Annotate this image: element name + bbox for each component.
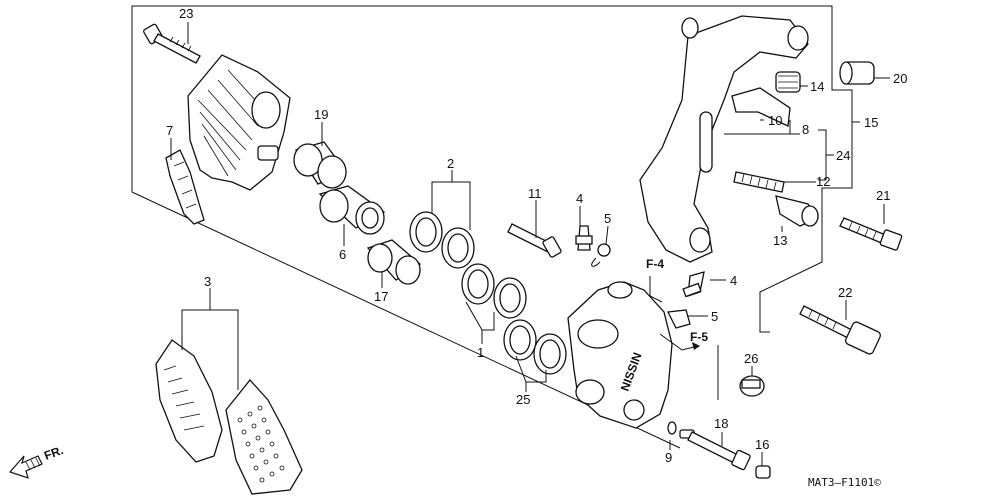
callout-17: 17	[374, 289, 388, 304]
collar-19	[293, 141, 348, 189]
collar-17	[366, 239, 422, 285]
fr-direction-label: FR.	[42, 443, 65, 463]
callout-15: 15	[864, 115, 878, 130]
callout-23: 23	[179, 6, 193, 21]
boot-14	[775, 71, 801, 93]
callout-19: 19	[314, 107, 328, 122]
callout-24: 24	[836, 148, 850, 163]
callout-7: 7	[166, 123, 173, 138]
seal-ring-2a	[409, 211, 443, 253]
callout-9: 9	[665, 450, 672, 465]
bleeder-cap-5a	[591, 243, 611, 267]
callout-25: 25	[516, 392, 530, 407]
collar-6	[318, 185, 386, 235]
section-ref-f5: F-5	[690, 330, 708, 344]
hanger-pin-18	[679, 429, 751, 471]
plug-26	[739, 375, 765, 397]
brake-pad-3a	[155, 339, 223, 463]
callout-12: 12	[816, 174, 830, 189]
callout-4b: 4	[730, 273, 737, 288]
bolt-22	[799, 305, 882, 355]
pad-holes	[237, 405, 285, 483]
pad-spring-10	[731, 87, 791, 127]
callout-21: 21	[876, 188, 890, 203]
callout-6: 6	[339, 247, 346, 262]
callout-5b: 5	[711, 309, 718, 324]
brake-pad-3b	[225, 378, 303, 495]
fr-arrow-icon	[8, 455, 43, 479]
washer-9	[667, 421, 677, 435]
callout-10: 10	[768, 113, 782, 128]
caliper-bracket-15	[639, 15, 809, 263]
caliper-shield	[187, 54, 291, 191]
pin-bolt-12	[733, 171, 785, 193]
callout-20: 20	[893, 71, 907, 86]
callout-4a: 4	[576, 191, 583, 206]
callout-13: 13	[773, 233, 787, 248]
callout-14: 14	[810, 79, 824, 94]
callout-22: 22	[838, 285, 852, 300]
bleeder-cap-5b	[667, 309, 691, 329]
callout-labels: 23 7 19 2 6 17 3 1 25 11 4 5 4 5 F-4 F-5…	[166, 6, 907, 489]
pad-clip-7	[165, 149, 205, 225]
seal-ring-25b	[533, 333, 567, 375]
callout-5a: 5	[604, 211, 611, 226]
sleeve-20	[839, 61, 875, 85]
seal-ring-1a	[461, 263, 495, 305]
flow-arrow-icon	[649, 276, 700, 351]
leader-lines	[170, 22, 890, 466]
callout-11: 11	[528, 186, 542, 201]
pin-11	[507, 223, 562, 258]
callout-2: 2	[447, 156, 454, 171]
reference-code: MAT3—F1101©	[808, 476, 881, 489]
seal-ring-2b	[441, 227, 475, 269]
caliper-body: NISSIN	[567, 281, 673, 429]
callout-18: 18	[714, 416, 728, 431]
callout-16: 16	[755, 437, 769, 452]
callout-26: 26	[744, 351, 758, 366]
bolt-23	[143, 23, 201, 64]
callout-8: 8	[802, 122, 809, 137]
bolt-21	[839, 217, 903, 251]
seal-ring-25a	[503, 319, 537, 361]
boot-13	[775, 195, 819, 227]
bleeder-screw-4a	[575, 225, 593, 251]
callout-3: 3	[204, 274, 211, 289]
seal-ring-1b	[493, 277, 527, 319]
callout-1: 1	[477, 345, 484, 360]
section-ref-f4: F-4	[646, 257, 664, 271]
plug-16	[755, 465, 771, 479]
bleeder-screw-4b	[682, 271, 705, 298]
